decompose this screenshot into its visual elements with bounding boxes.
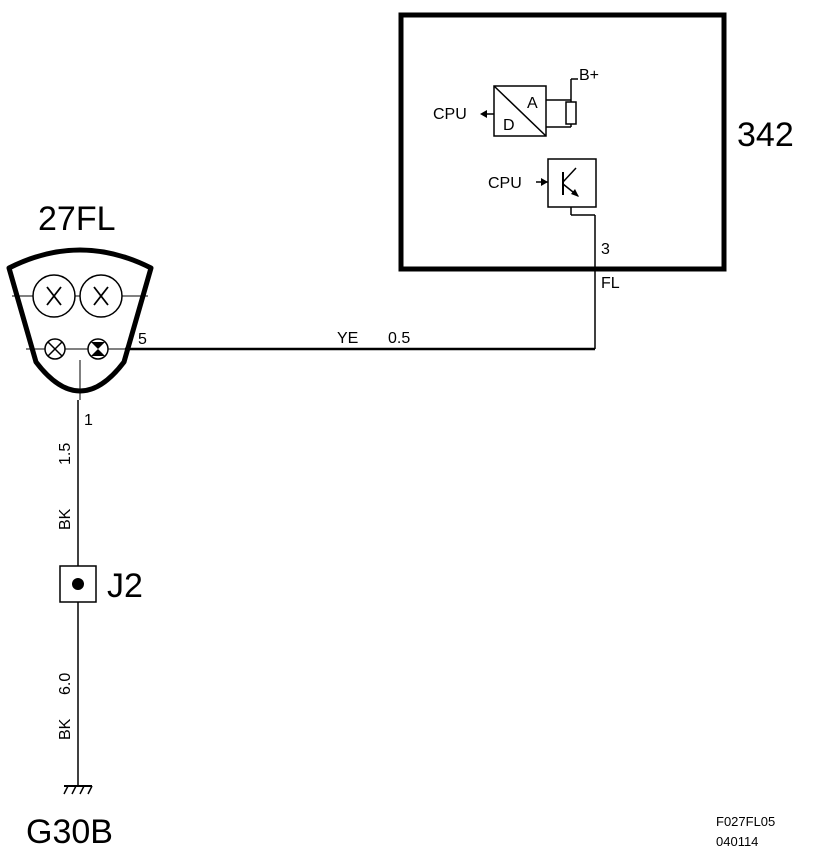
resistor-icon <box>565 101 577 125</box>
transistor-driver-icon <box>547 158 597 208</box>
splice-dot-icon <box>72 578 84 590</box>
ground-upper-size: 1.5 <box>57 443 74 465</box>
module-ref-label: 342 <box>737 116 794 154</box>
lamp-housing <box>6 247 154 394</box>
arrow-left-icon <box>480 110 487 118</box>
signal-wire <box>125 269 596 351</box>
active-bulb-icon <box>87 338 109 360</box>
control-module-342: A D CPU B+ CPU 342 <box>398 12 794 272</box>
signal-wire-color: YE <box>337 330 358 347</box>
lamp-cluster-27fl <box>6 247 154 400</box>
lamp-pin-5-label: 5 <box>138 331 147 348</box>
drawing-code: F027FL05 <box>716 814 775 829</box>
small-bulb-icon <box>44 338 66 360</box>
bulb-icon <box>32 274 76 318</box>
arrow-right-icon <box>541 178 548 186</box>
adc-label-a: A <box>527 95 538 112</box>
adc-cpu-label: CPU <box>433 106 467 123</box>
driver-cpu-label: CPU <box>488 175 522 192</box>
ad-converter-icon: A D <box>493 85 547 137</box>
module-pin-label: 3 <box>601 241 610 258</box>
ground-upper-color: BK <box>57 508 74 530</box>
drawing-date: 040114 <box>716 834 758 849</box>
signal-wire-size: 0.5 <box>388 330 410 347</box>
module-housing <box>398 12 727 272</box>
splice-ref-label: J2 <box>107 567 143 605</box>
adc-label-d: D <box>503 117 515 134</box>
lamp-pin-1-label: 1 <box>84 412 93 429</box>
splice-j2 <box>59 565 97 603</box>
ground-lower-size: 6.0 <box>57 673 74 695</box>
ground-symbol-icon <box>63 785 93 795</box>
supply-label: B+ <box>579 67 599 84</box>
lamp-ref-label: 27FL <box>38 200 116 238</box>
module-pin-function-label: FL <box>601 275 620 292</box>
ground-ref-label: G30B <box>26 813 113 851</box>
bulb-icon <box>79 274 123 318</box>
ground-lower-color: BK <box>57 718 74 740</box>
